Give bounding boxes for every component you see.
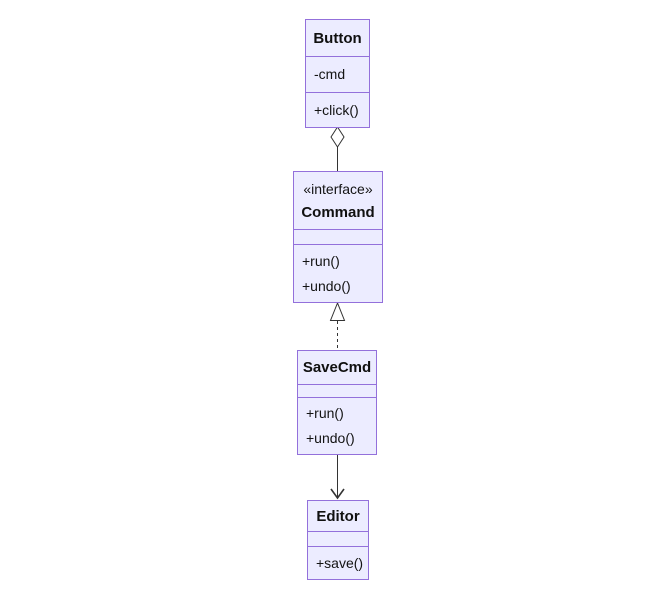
class-title-command: «interface» Command [294, 172, 382, 229]
class-methods-command: +run() +undo() [294, 244, 382, 302]
class-name: Button [313, 29, 362, 47]
class-name: Editor [316, 507, 360, 525]
class-box-editor: Editor +save() [307, 500, 369, 580]
class-attributes-button: -cmd [306, 56, 369, 92]
attribute-item: -cmd [314, 66, 346, 82]
method-item: +run() [302, 252, 340, 269]
relation-savecmd-command [329, 301, 346, 350]
class-box-savecmd: SaveCmd +run() +undo() [297, 350, 377, 455]
class-methods-savecmd: +run() +undo() [298, 397, 376, 454]
class-box-command: «interface» Command +run() +undo() [293, 171, 383, 303]
association-arrow-icon [330, 488, 345, 500]
method-item: +run() [306, 405, 344, 421]
method-item: +undo() [302, 277, 351, 294]
relation-button-command [330, 126, 345, 171]
method-item: +undo() [306, 430, 355, 446]
class-title-savecmd: SaveCmd [298, 351, 376, 384]
class-title-button: Button [306, 20, 369, 56]
class-name: SaveCmd [302, 359, 372, 376]
method-item: +save() [316, 554, 364, 571]
class-stereotype: «interface» [303, 180, 373, 197]
class-methods-editor: +save() [308, 546, 368, 579]
class-methods-button: +click() [306, 92, 369, 127]
class-box-button: Button -cmd +click() [305, 19, 370, 128]
relation-savecmd-editor [330, 455, 345, 500]
class-title-editor: Editor [308, 501, 368, 531]
realization-triangle-icon [329, 301, 346, 321]
class-attributes-command [294, 229, 382, 244]
class-attributes-savecmd [298, 384, 376, 397]
class-attributes-editor [308, 531, 368, 546]
class-name: Command [301, 203, 375, 221]
method-item: +click() [314, 101, 359, 118]
aggregation-diamond-icon [330, 126, 345, 148]
